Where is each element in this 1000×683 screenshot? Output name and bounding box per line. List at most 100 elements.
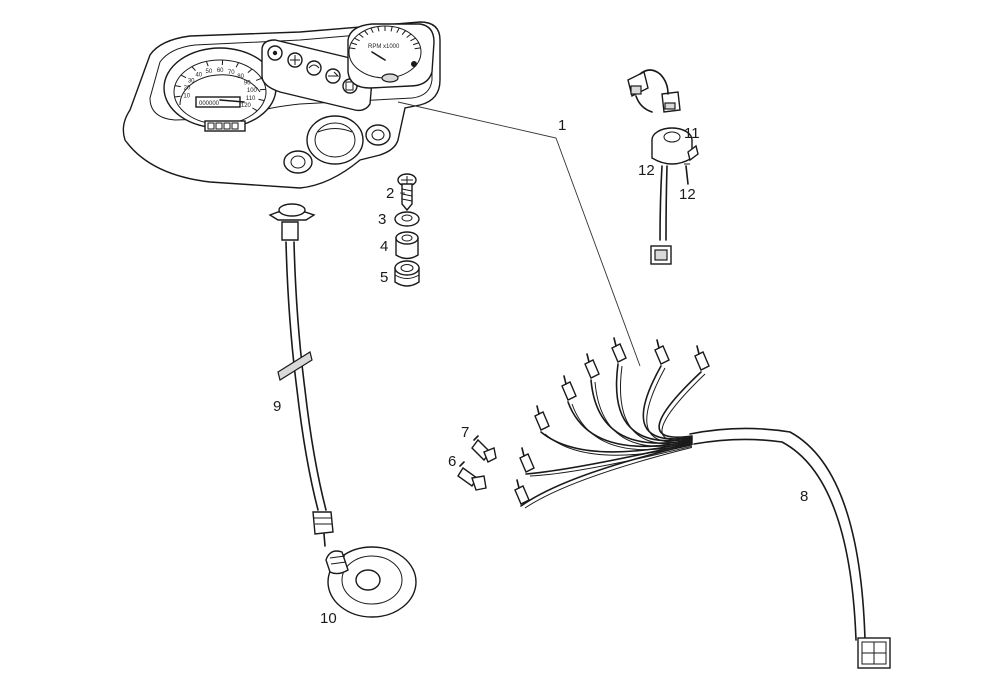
tach-tick bbox=[370, 27, 374, 33]
speed-tick bbox=[180, 74, 187, 79]
harness-wire bbox=[642, 365, 693, 440]
speed-scale-label: 30 bbox=[188, 78, 195, 84]
tach-tick bbox=[349, 47, 356, 50]
harness-wire-outline bbox=[620, 365, 693, 445]
speed-scale-label: 60 bbox=[217, 68, 224, 74]
tach-tick bbox=[406, 33, 412, 38]
cable-tie bbox=[277, 351, 313, 381]
bulb-pin bbox=[563, 375, 567, 385]
wiring-harness bbox=[514, 337, 891, 669]
bulb-holder bbox=[519, 453, 535, 473]
speed-scale-label: 10 bbox=[183, 93, 190, 99]
callout-10: 10 bbox=[320, 610, 337, 627]
tach-tick bbox=[351, 42, 358, 46]
speed-tick bbox=[191, 66, 196, 71]
right-mount-hole bbox=[365, 124, 391, 146]
bulb-socket-7 bbox=[471, 435, 497, 463]
harness-wire-outline bbox=[524, 446, 693, 509]
harness-wire bbox=[615, 363, 693, 442]
harness-wire bbox=[567, 401, 693, 448]
odometer-reading: 000000 bbox=[199, 101, 220, 107]
bulb-socket-6 bbox=[457, 461, 487, 491]
speedometer-cable bbox=[268, 203, 334, 547]
callout-labels: 1 2 3 4 5 6 7 8 9 10 11 12 12 bbox=[273, 117, 808, 627]
speed-tick bbox=[255, 77, 262, 81]
callout-6: 6 bbox=[448, 453, 456, 470]
callout-5: 5 bbox=[380, 269, 388, 286]
washer-3 bbox=[394, 211, 420, 227]
speed-tick bbox=[174, 95, 181, 98]
speed-scale-label: 50 bbox=[206, 69, 213, 75]
bulb-pin bbox=[516, 479, 520, 489]
bulb-pin bbox=[586, 353, 590, 363]
harness-wire bbox=[520, 443, 693, 507]
callout-7: 7 bbox=[461, 424, 469, 441]
speed-tick bbox=[235, 62, 239, 68]
speed-tick bbox=[247, 68, 253, 74]
tachometer-ticks bbox=[349, 26, 421, 50]
speed-tick bbox=[205, 61, 209, 67]
speed-scale-label: 40 bbox=[195, 73, 202, 79]
harness-wire bbox=[590, 379, 693, 444]
callout-8: 8 bbox=[800, 488, 808, 505]
speedometer-drive-gear bbox=[325, 546, 417, 618]
grommet-5 bbox=[394, 260, 420, 287]
callout-4: 4 bbox=[380, 238, 388, 255]
speed-scale-label: 90 bbox=[244, 81, 251, 87]
callout-9: 9 bbox=[273, 398, 281, 415]
bulb-pin bbox=[613, 337, 617, 347]
speed-scale-label: 70 bbox=[228, 70, 235, 76]
speed-scale-label: 120 bbox=[241, 103, 252, 109]
tach-tick bbox=[401, 30, 406, 36]
bulb-holder bbox=[584, 359, 600, 379]
bulb-pin bbox=[521, 447, 525, 457]
tach-tick bbox=[412, 42, 419, 46]
tach-tick bbox=[390, 26, 393, 32]
speed-scale-label: 20 bbox=[184, 86, 191, 92]
speed-scale-label: 80 bbox=[237, 74, 244, 80]
callout-3: 3 bbox=[378, 211, 386, 228]
bulb-holder bbox=[534, 411, 550, 431]
bushing-4 bbox=[395, 231, 419, 260]
bulb-holder bbox=[561, 381, 577, 401]
tach-tick bbox=[354, 37, 360, 42]
bulb-holder bbox=[694, 351, 710, 371]
tach-tick bbox=[377, 26, 380, 32]
bulb-pin bbox=[656, 339, 660, 349]
leader-lines bbox=[397, 101, 641, 367]
bulb-holder bbox=[611, 343, 627, 363]
callout-2: 2 bbox=[386, 185, 394, 202]
harness-wire-outline bbox=[529, 445, 693, 477]
bulb-pin bbox=[696, 345, 700, 355]
callout-12b: 12 bbox=[679, 186, 696, 203]
tach-tick bbox=[364, 30, 369, 36]
callout-1: 1 bbox=[558, 117, 566, 134]
tachometer-label: RPM x1000 bbox=[368, 44, 400, 50]
speed-scale-label: 100 bbox=[247, 88, 258, 94]
bulb-holder bbox=[654, 345, 670, 365]
callout-11: 11 bbox=[684, 125, 700, 142]
speed-tick bbox=[252, 107, 258, 112]
bulb-holder bbox=[514, 485, 530, 505]
speed-tick bbox=[258, 98, 265, 102]
tach-tick bbox=[414, 47, 421, 50]
harness-wire bbox=[525, 442, 693, 475]
tach-tick bbox=[358, 33, 364, 38]
speed-scale-label: 110 bbox=[246, 96, 256, 102]
screw-2 bbox=[397, 173, 417, 212]
speed-tick bbox=[174, 85, 181, 88]
harness-wire bbox=[658, 371, 702, 438]
callout-12a: 12 bbox=[638, 162, 655, 179]
left-mount-hole bbox=[283, 150, 313, 174]
tachometer: RPM x1000 bbox=[347, 23, 435, 89]
bulb-pin bbox=[536, 405, 540, 415]
ignition-switch bbox=[627, 69, 699, 265]
tach-tick bbox=[396, 27, 400, 33]
tach-tick bbox=[410, 37, 416, 42]
high-beam-indicator-icon bbox=[306, 60, 322, 76]
harness-branches bbox=[514, 337, 710, 509]
